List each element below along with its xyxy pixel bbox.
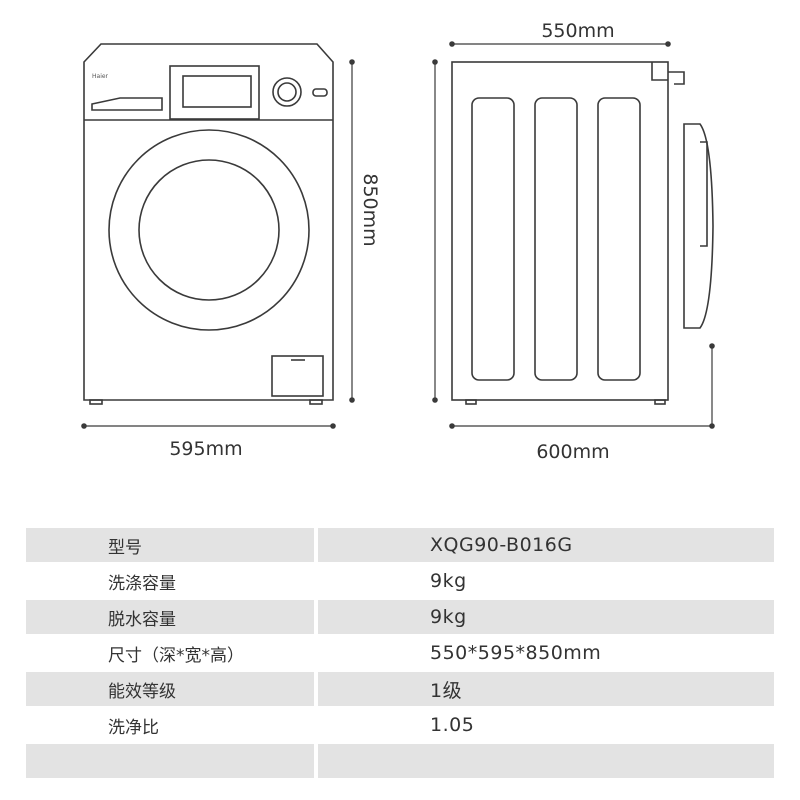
- side-foot-right: [654, 399, 666, 405]
- display-screen: [182, 75, 252, 108]
- side-body-outline: [451, 61, 669, 401]
- front-view: [83, 43, 334, 405]
- control-panel-frame: [169, 65, 260, 120]
- door-glass: [138, 159, 280, 301]
- side-top-label: 550mm: [541, 20, 614, 42]
- side-bottom-label: 600mm: [536, 441, 609, 463]
- spec-value: [318, 744, 774, 778]
- spec-value: 1级: [318, 672, 774, 706]
- dimension-diagram: Haier 595mm 850mm 550mm: [81, 20, 715, 463]
- front-width-dimension: [81, 423, 336, 429]
- side-top-knob: [668, 71, 685, 85]
- door-outer-ring: [108, 129, 310, 331]
- program-knob-inner: [277, 82, 297, 102]
- spec-row-spin-capacity: 脱水容量 9kg: [26, 600, 774, 634]
- spec-row-energy-grade: 能效等级 1级: [26, 672, 774, 706]
- detergent-drawer: [91, 97, 163, 111]
- spec-value: XQG90-B016G: [318, 528, 774, 562]
- side-foot-left: [465, 399, 477, 405]
- spec-value: 9kg: [430, 570, 467, 592]
- spec-row-model: 型号 XQG90-B016G: [26, 528, 774, 562]
- spec-label: 能效等级: [26, 672, 314, 706]
- front-foot-right: [309, 399, 323, 405]
- spec-row-wash-ratio: 洗净比 1.05: [26, 708, 774, 742]
- side-panel-3: [597, 97, 641, 381]
- side-top-dimension: [449, 41, 671, 47]
- side-back-step: [651, 62, 668, 81]
- spec-label: 洗净比: [108, 717, 159, 738]
- front-foot-left: [89, 399, 103, 405]
- door-hinge: [700, 141, 708, 247]
- side-door-depth-marker: [709, 343, 715, 426]
- side-panel-1: [471, 97, 515, 381]
- spec-value: 1.05: [430, 714, 475, 736]
- side-height-dimension: [432, 59, 438, 403]
- filter-cover: [271, 355, 324, 397]
- front-width-label: 595mm: [169, 438, 242, 460]
- spec-label: 洗涤容量: [108, 573, 176, 594]
- door-profile: [683, 123, 714, 329]
- front-body-outline: [83, 43, 334, 401]
- side-panel-2: [534, 97, 578, 381]
- spec-value: 9kg: [318, 600, 774, 634]
- power-button: [312, 88, 328, 97]
- height-dimension: [349, 59, 355, 403]
- spec-label: 型号: [26, 528, 314, 562]
- spec-label: [26, 744, 314, 778]
- spec-label: 脱水容量: [26, 600, 314, 634]
- side-view: [451, 61, 714, 405]
- spec-row-empty: [26, 744, 774, 778]
- brand-logo: Haier: [92, 73, 109, 80]
- height-label: 850mm: [359, 173, 381, 246]
- side-bottom-dimension: [449, 423, 715, 429]
- program-knob: [272, 77, 302, 107]
- spec-value: 550*595*850mm: [430, 642, 602, 664]
- spec-row-wash-capacity: 洗涤容量 9kg: [26, 564, 774, 598]
- spec-row-dimensions: 尺寸（深*宽*高） 550*595*850mm: [26, 636, 774, 670]
- spec-label: 尺寸（深*宽*高）: [108, 645, 244, 666]
- spec-table: 型号 XQG90-B016G 洗涤容量 9kg 脱水容量 9kg 尺寸（深*宽*…: [26, 528, 774, 780]
